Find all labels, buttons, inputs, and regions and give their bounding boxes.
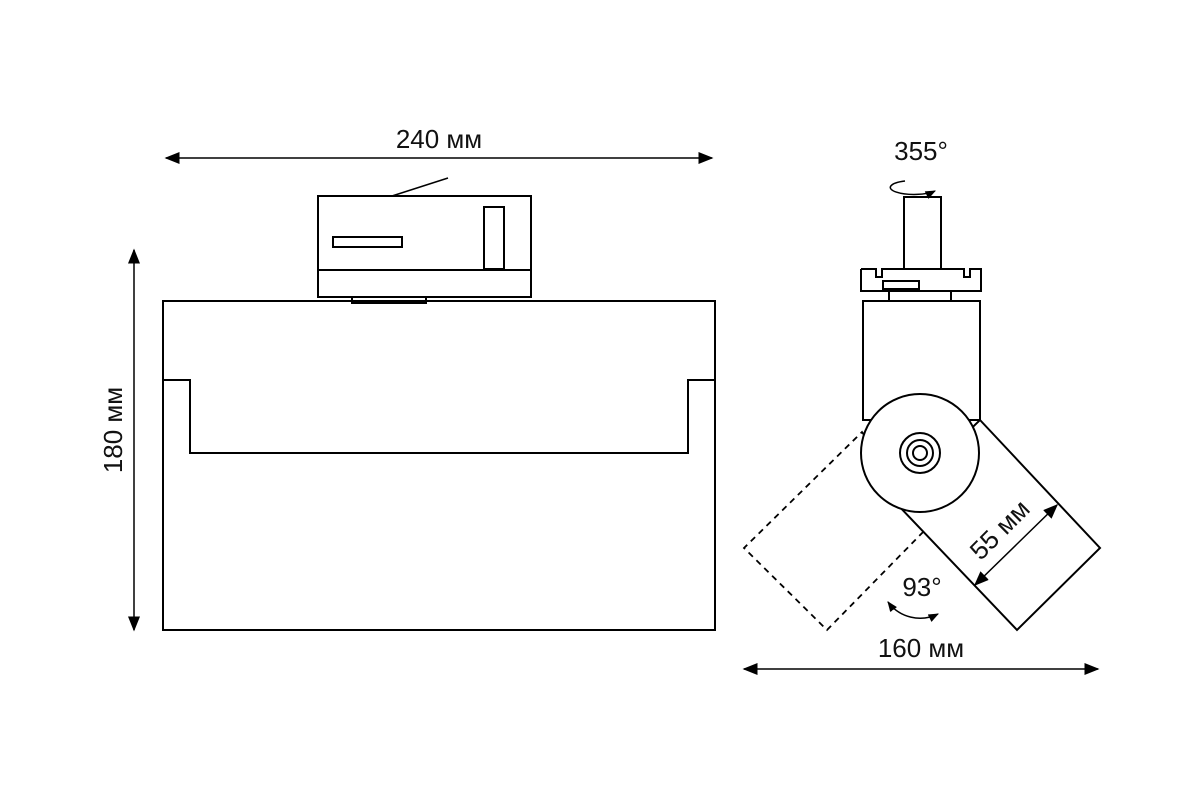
depth-label: 160 мм <box>878 633 964 663</box>
tilt-label: 93° <box>902 572 941 602</box>
tilt-arrow-icon <box>887 601 939 622</box>
track-adapter <box>317 177 532 304</box>
pivot <box>860 393 980 513</box>
rotation-arrow-icon <box>889 180 936 199</box>
clamp <box>860 268 982 302</box>
front-view: 240 мм 180 мм <box>98 124 716 632</box>
lens-dimension-line <box>973 503 1059 587</box>
width-label: 240 мм <box>396 124 482 154</box>
side-view: 355° 55 мм 93° 160 мм <box>742 136 1102 675</box>
luminaire-body <box>162 300 716 631</box>
rotation-label: 355° <box>894 136 948 166</box>
arm <box>862 300 981 421</box>
height-label: 180 мм <box>98 387 128 473</box>
